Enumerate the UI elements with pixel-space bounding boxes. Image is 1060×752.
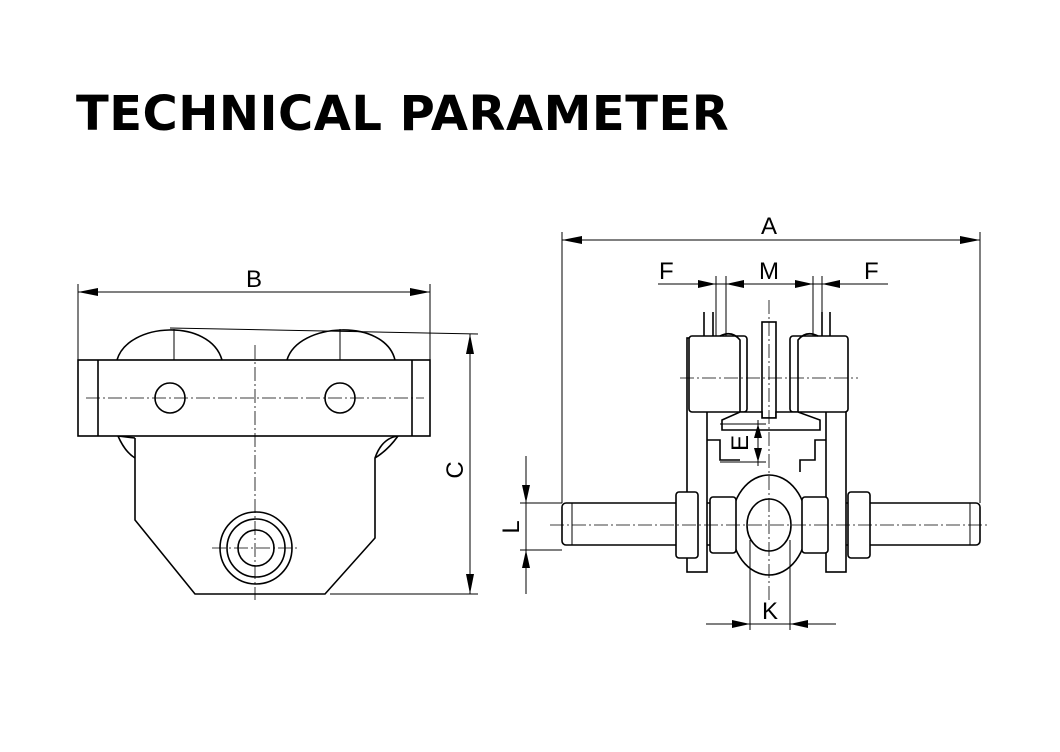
dim-c-arrow-top [466,334,474,354]
dim-b-arrow-right [410,288,430,296]
dim-f-right-arrow [822,280,840,288]
body-inner-right [799,439,826,472]
dim-label-m: M [759,258,779,285]
dim-l-arrow-top [522,485,530,503]
dim-e-arrow-bottom [754,448,762,462]
dim-label-b: B [246,266,262,293]
front-wheel-left [688,335,748,413]
dim-label-a: A [761,213,777,240]
dim-f-left-arrow [698,280,716,288]
dim-k-arrow-right [790,620,808,628]
dim-a-arrow-right [960,236,980,244]
dim-k-arrow-left [732,620,750,628]
left-wheel-lower [117,435,136,459]
dim-label-l: L [498,520,525,533]
dim-label-e: E [727,435,754,451]
front-wheel-right [789,335,849,413]
dim-m-arrow-right [795,280,813,288]
dim-b-arrow-left [78,288,98,296]
dim-m-arrow-left [726,280,744,288]
dim-a-arrow-left [562,236,582,244]
wheel-flange-left [719,332,741,412]
body-outline [134,435,399,595]
dim-label-c: C [442,461,469,478]
dim-l-arrow-bottom [522,550,530,568]
dim-label-f-left: F [659,258,674,285]
side-view: B C [77,266,479,600]
front-view: A F M F E L [498,213,990,630]
body-inner-left [707,439,740,461]
wheel-top-line [169,327,479,335]
right-wheel-lower [374,435,399,459]
dim-label-k: K [762,598,778,625]
wheel-flange-right [797,332,819,412]
dim-e-arrow-top [754,424,762,438]
dim-label-f-right: F [864,258,879,285]
page-title: TECHNICAL PARAMETER [76,86,730,142]
dim-c-arrow-bottom [466,574,474,594]
right-wheel [286,329,396,361]
left-wheel [116,329,223,361]
beam-flange [721,411,821,431]
